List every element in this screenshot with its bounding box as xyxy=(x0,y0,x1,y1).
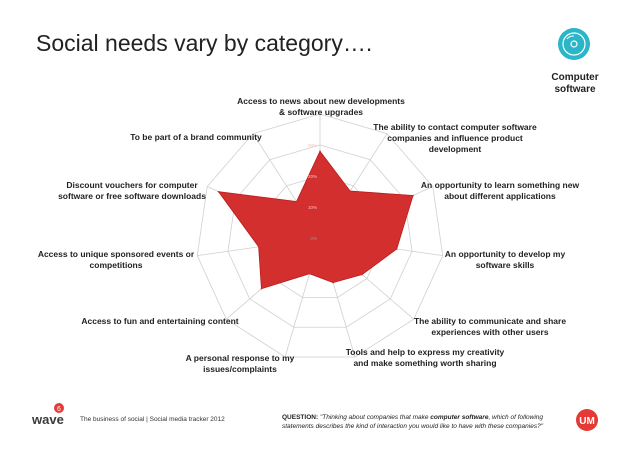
axis-label-2: An opportunity to learn something new ab… xyxy=(420,180,580,201)
question-note: QUESTION: "Thinking about companies that… xyxy=(282,413,572,431)
data-point-7 xyxy=(260,287,263,290)
um-logo-text: UM xyxy=(579,416,595,427)
tick-label-0: 0% xyxy=(310,236,317,241)
grid-ring-40 xyxy=(196,113,444,358)
data-point-4 xyxy=(361,273,363,276)
axis-label-0: Access to news about new developments & … xyxy=(237,96,405,117)
data-point-9 xyxy=(217,190,220,193)
axis-label-1: The ability to contact computer software… xyxy=(373,122,537,154)
data-point-3 xyxy=(395,248,398,250)
axis-label-7: Access to fun and entertaining content xyxy=(81,316,239,326)
data-point-6 xyxy=(308,272,311,275)
tick-label-3: 30% xyxy=(308,143,317,148)
question-text-bold: computer software xyxy=(430,414,489,421)
axis-label-3: An opportunity to develop my software sk… xyxy=(444,249,566,270)
source-note: The business of social | Social media tr… xyxy=(80,416,225,423)
question-text-pre: "Thinking about companies that make xyxy=(319,414,431,421)
data-point-5 xyxy=(332,281,334,284)
axis-label-4: The ability to communicate and share exp… xyxy=(413,316,567,337)
axis-label-9: Discount vouchers for computer software … xyxy=(58,180,206,201)
wave-logo-text: wave xyxy=(31,412,64,427)
series-area xyxy=(217,150,414,290)
data-point-2 xyxy=(412,194,414,197)
axis-label-10: To be part of a brand community xyxy=(130,132,262,142)
grid-ring-30 xyxy=(227,144,413,328)
wave-logo: wave 6 xyxy=(31,403,64,427)
question-text-post: , which of following statements describe… xyxy=(282,414,544,430)
data-point-8 xyxy=(257,246,260,248)
data-point-10 xyxy=(295,200,298,203)
tick-label-1: 10% xyxy=(308,205,317,210)
question-label: QUESTION: xyxy=(282,414,319,421)
axis-label-8: Access to unique sponsored events or com… xyxy=(37,249,195,270)
data-point-1 xyxy=(349,190,351,192)
axis-label-6: A personal response to my issues/complai… xyxy=(185,353,295,374)
tick-label-2: 20% xyxy=(308,174,317,179)
page-title: Social needs vary by category…. xyxy=(36,30,373,56)
wave-logo-badge: 6 xyxy=(57,406,61,413)
axis-label-5: Tools and help to express my creativity … xyxy=(345,347,505,368)
um-logo: UM xyxy=(576,409,598,431)
category-label: Computer software xyxy=(551,72,599,95)
data-point-0 xyxy=(319,150,321,152)
cd-disc-icon xyxy=(558,28,590,60)
